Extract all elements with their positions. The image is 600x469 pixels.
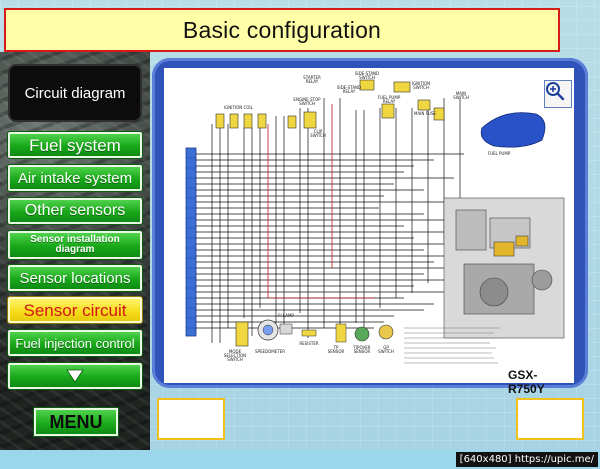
menu-button[interactable]: MENU <box>34 408 118 436</box>
label-ignition-coil: IGNITION COIL <box>224 105 253 110</box>
label-fi-lamp: FI LAMP <box>278 313 294 318</box>
sidebar-item-sensor-locations[interactable]: Sensor locations <box>8 265 142 291</box>
label-ignition-switch: IGNITION SWITCH <box>411 81 431 90</box>
label-gp-switch: GP SWITCH <box>378 345 394 354</box>
image-source-tag: [640x480] https://upic.me/ <box>455 452 598 467</box>
label-main-switch: MAIN SWITCH <box>453 91 469 100</box>
sidebar-item-label: Circuit diagram <box>24 84 126 102</box>
label-fuel-pump: FUEL PUMP <box>487 151 511 156</box>
model-label: GSX-R750Y <box>508 368 545 396</box>
label-speedometer: SPEEDOMETER <box>255 349 285 354</box>
sidebar-item-other-sensors[interactable]: Other sensors <box>8 198 142 224</box>
label-main-fuse: MAIN FUSE <box>414 111 436 116</box>
wiring-diagram: IGNITION COIL STARTER RELAY SIDE-STAND S… <box>164 68 574 396</box>
sidebar-item-label: Other sensors <box>24 202 126 219</box>
sidebar-item-label: Fuel system <box>29 135 121 155</box>
sidebar-item-fuel-injection-control[interactable]: Fuel injection control <box>8 330 142 356</box>
sidebar-item-label: Sensor locations <box>19 269 131 287</box>
magnifier-plus-icon <box>546 82 565 101</box>
label-mode-selection-switch: MODE SELECTION SWITCH <box>223 349 247 362</box>
label-resister: RESISTER <box>299 341 319 346</box>
sidebar-item-label: Sensor circuit <box>23 300 127 320</box>
next-page-button[interactable] <box>516 398 584 440</box>
sidebar-item-fuel-system[interactable]: Fuel system <box>8 132 142 158</box>
label-tp-sensor: TP SENSOR <box>327 345 345 354</box>
sidebar-item-label: Fuel injection control <box>15 335 135 351</box>
label-fuel-pump-relay: FUEL PUMP RELAY <box>377 95 401 104</box>
label-starter-relay: STARTER RELAY <box>303 75 321 84</box>
title-bar: Basic configuration <box>4 8 560 52</box>
triangle-down-icon <box>66 369 84 383</box>
sidebar-item-sensor-installation-diagram[interactable]: Sensor installation diagram <box>8 231 142 259</box>
label-clip-switch: CLIP SWITCH <box>310 129 326 138</box>
footer-strip <box>0 450 600 469</box>
menu-button-label: MENU <box>49 411 103 432</box>
label-side-stand-relay: SIDE-STAND RELAY <box>336 85 362 94</box>
diagram-frame: IGNITION COIL STARTER RELAY SIDE-STAND S… <box>152 58 588 396</box>
label-engine-stop-switch: ENGINE STOP SWITCH <box>293 97 321 106</box>
sidebar-scroll-down-button[interactable] <box>8 363 142 389</box>
label-side-stand-switch: SIDE-STAND SWITCH <box>354 71 380 80</box>
label-tipover-sensor: TIPOVER SENSOR <box>353 345 371 354</box>
sidebar-item-air-intake-system[interactable]: Air intake system <box>8 165 142 191</box>
sidebar-item-circuit-diagram[interactable]: Circuit diagram <box>8 64 142 122</box>
prev-page-button[interactable] <box>157 398 225 440</box>
zoom-button[interactable] <box>544 80 572 108</box>
wiring-diagram-graphic <box>185 79 565 364</box>
page-title: Basic configuration <box>182 16 382 43</box>
sidebar-item-sensor-circuit[interactable]: Sensor circuit <box>8 297 142 323</box>
sidebar-item-label: Air intake system <box>17 169 133 187</box>
sidebar-item-label: Sensor installation diagram <box>30 234 120 255</box>
